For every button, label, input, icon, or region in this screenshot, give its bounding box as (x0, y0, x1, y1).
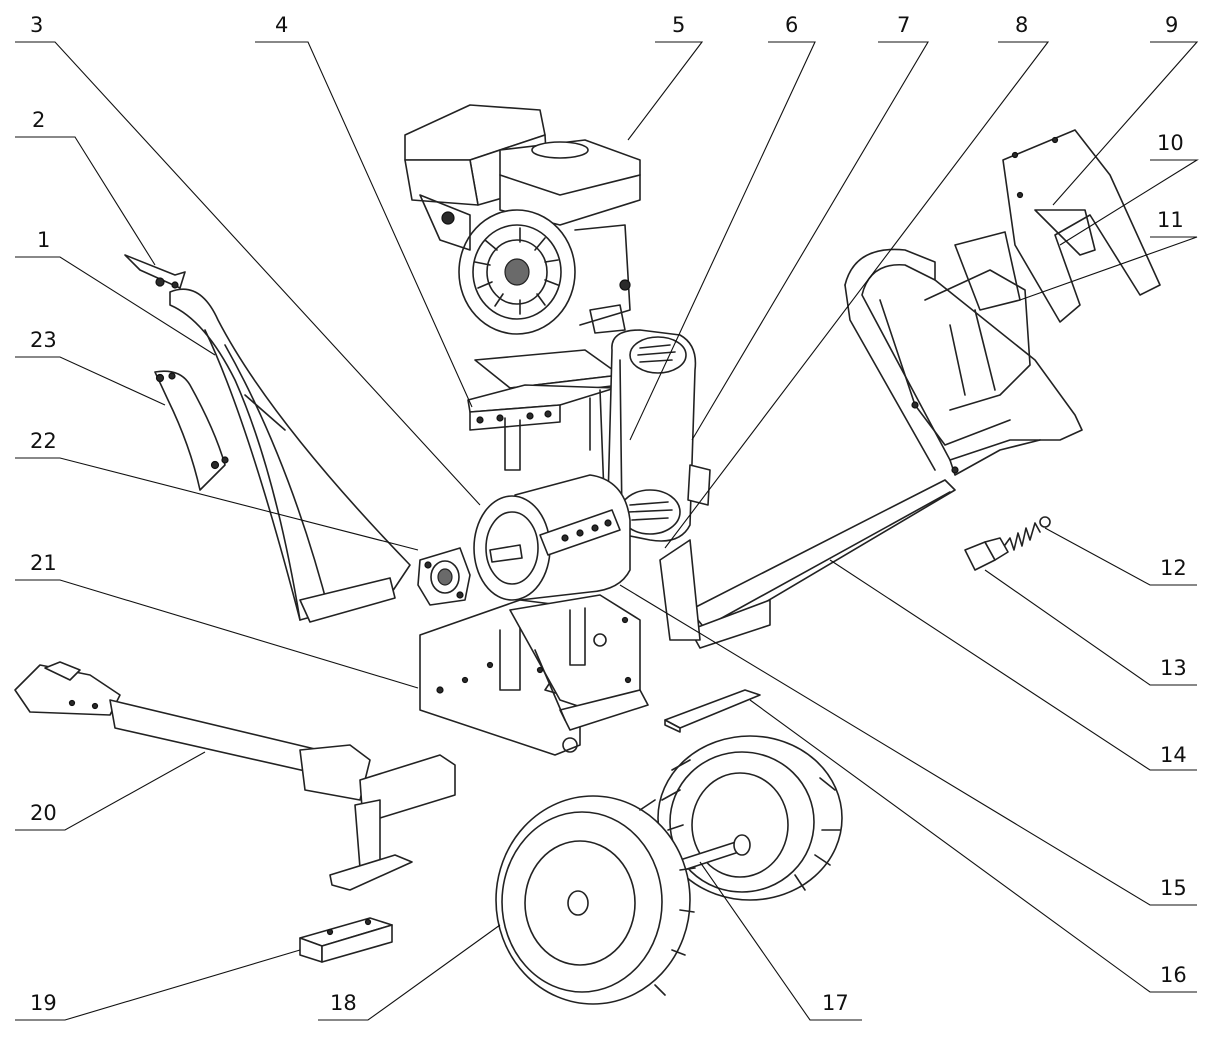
label-4: 4 (275, 13, 288, 37)
towbar-part (14, 661, 456, 891)
leader-18 (318, 924, 501, 1021)
leader-9 (1052, 41, 1199, 206)
tray-plate-part (664, 689, 761, 733)
label-13: 13 (1160, 656, 1187, 680)
support-block-part (299, 917, 393, 963)
leader-1 (15, 256, 216, 356)
hopper-plates-part (954, 129, 1161, 323)
label-22: 22 (30, 429, 57, 453)
leader-22 (15, 457, 419, 551)
leader-4 (255, 41, 473, 408)
handle-frame-part (659, 248, 1083, 649)
leader-10 (1059, 159, 1199, 246)
leader-3 (15, 41, 481, 506)
label-11: 11 (1157, 208, 1184, 232)
label-12: 12 (1160, 556, 1187, 580)
leader-lines (15, 41, 1199, 1021)
label-2: 2 (32, 108, 45, 132)
label-14: 14 (1160, 743, 1187, 767)
leader-13 (984, 569, 1197, 686)
label-3: 3 (30, 13, 43, 37)
chute-bracket-part (154, 370, 229, 491)
leader-15 (619, 584, 1197, 906)
leader-11 (1019, 236, 1198, 301)
engine-part (404, 104, 641, 335)
leader-6 (629, 41, 816, 441)
label-8: 8 (1015, 13, 1028, 37)
label-16: 16 (1160, 963, 1187, 987)
label-23: 23 (30, 328, 57, 352)
label-10: 10 (1157, 131, 1184, 155)
engine-mount-part (467, 349, 621, 471)
label-7: 7 (897, 13, 910, 37)
leader-17 (699, 861, 862, 1021)
label-15: 15 (1160, 876, 1187, 900)
label-1: 1 (37, 228, 50, 252)
label-9: 9 (1165, 13, 1178, 37)
leader-2 (15, 136, 156, 266)
leader-16 (749, 699, 1197, 993)
bolt-spring-part (964, 516, 1051, 571)
leader-8 (664, 41, 1050, 549)
label-18: 18 (330, 991, 357, 1015)
label-17: 17 (822, 991, 849, 1015)
label-19: 19 (30, 991, 57, 1015)
main-frame-part (419, 594, 649, 756)
leader-23 (15, 356, 166, 406)
leader-21 (15, 579, 419, 689)
bearing-part (417, 547, 471, 606)
part-labels: 1 2 3 4 5 6 7 8 9 10 11 12 13 14 15 16 1… (30, 13, 1187, 1015)
label-6: 6 (785, 13, 798, 37)
label-5: 5 (672, 13, 685, 37)
leader-20 (15, 751, 206, 831)
label-20: 20 (30, 801, 57, 825)
discharge-chute-part (124, 254, 411, 623)
leader-12 (1044, 527, 1197, 586)
label-21: 21 (30, 551, 57, 575)
rotor-drum-part (473, 474, 631, 601)
leader-5 (627, 41, 704, 141)
wheel-front-part (495, 795, 696, 1005)
leader-19 (15, 949, 301, 1021)
leader-7 (691, 41, 929, 441)
leader-14 (829, 559, 1197, 771)
